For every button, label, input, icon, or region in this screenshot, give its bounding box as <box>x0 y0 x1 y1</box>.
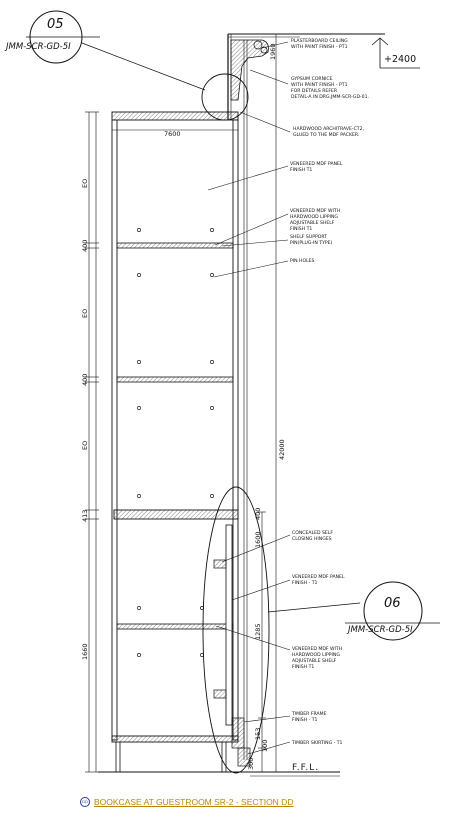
note-mdf-lipping-top-line-2: HARDWOOD LIPPING <box>290 214 338 220</box>
dim-bottom-100: 100 <box>261 740 269 752</box>
section-tag-bottom-number: 06 <box>384 596 401 611</box>
dim-top-gap: 1960 <box>269 43 277 60</box>
level-marker: +2400 <box>371 37 420 69</box>
note-mdf-panel-bottom-line-1: VENEERED MDF PANEL <box>292 574 345 580</box>
note-gypsum-line-4: DETAIL-A IN DRG.JMM-SCR-GD-01. <box>291 94 369 100</box>
note-timber-frame-line-2: FINISH - T1 <box>292 717 318 723</box>
note-timber-skirting: TIMBER SKIRTING - T1 <box>291 740 343 746</box>
section-bubble-icon: DD <box>80 797 90 807</box>
note-mdf-panel-top-line-1: VENEERED MDF PANEL <box>290 161 343 167</box>
note-mdf-panel-top: VENEERED MDF PANEL FINISH T1 <box>290 161 343 173</box>
section-tag-bottom: 06 JMM-SCR-GD-5I <box>202 486 440 774</box>
top-dimension: 7600 1960 <box>112 34 277 138</box>
note-hinges: CONCEALED SELF CLOSING HINGES <box>292 530 333 542</box>
note-mdf-lipping-bottom-line-2: HARDWOOD LIPPING <box>292 652 340 658</box>
pin-holes <box>137 228 214 657</box>
floor-label: F.F.L. <box>292 763 319 773</box>
note-mdf-lipping-bottom-line-4: FINISH T1 <box>292 664 314 670</box>
dim-right-400: 400 <box>254 508 262 520</box>
note-shelf-support-line-1: SHELF SUPPORT <box>290 234 327 240</box>
note-mdf-panel-bottom-line-2: FINISH - T1 <box>292 580 318 586</box>
note-hinges-line-1: CONCEALED SELF <box>292 530 333 536</box>
note-mdf-panel-bottom: VENEERED MDF PANEL FINISH - T1 <box>292 574 345 586</box>
dim-left-1660: 1660 <box>81 643 89 660</box>
note-plasterboard: PLASTERBOARD CEILING WITH PAINT FINISH -… <box>291 38 348 50</box>
section-tag-bottom-reference: JMM-SCR-GD-5I <box>346 625 413 635</box>
drawing-title: BOOKCASE AT GUESTROOM SR-2 - SECTION DD <box>94 797 294 807</box>
note-mdf-lipping-bottom-line-3: ADJUSTABLE SHELF <box>292 658 337 664</box>
leader-lines <box>207 41 291 755</box>
note-gypsum-line-1: GYPSUM CORNICE <box>291 76 333 82</box>
note-mdf-lipping-top-line-3: ADJUSTABLE SHELF <box>290 220 335 226</box>
note-timber-skirting-line-1: TIMBER SKIRTING - T1 <box>291 740 343 746</box>
note-gypsum: GYPSUM CORNICE WITH PAINT FINISH - PT1 F… <box>291 76 369 100</box>
note-shelf-support-line-2: PIN(PLUG-IN TYPE) <box>290 240 333 246</box>
note-architrave-line-1: HARDWOOD ARCHITRAVE-CT2, <box>293 126 365 132</box>
bookcase-carcass <box>111 40 251 772</box>
dim-bottom-300: 300 <box>247 758 255 770</box>
dim-right-1285: 1285 <box>254 623 262 640</box>
section-tag-top: 05 JMM-SCR-GD-5I <box>4 10 249 121</box>
note-architrave-line-2: GLUED TO THE MDF PACKER. <box>293 132 359 138</box>
dim-overall-height: 42000 <box>278 439 286 460</box>
dim-left-e3: EO <box>81 441 89 450</box>
note-timber-frame: TIMBER FRAME FINISH - T1 <box>291 711 327 723</box>
drawing-caption: DD BOOKCASE AT GUESTROOM SR-2 - SECTION … <box>78 795 378 811</box>
right-dimension-texts: 42000 1600 400 1285 153 100 300 <box>247 439 286 770</box>
note-gypsum-line-3: FOR DETAILS REFER <box>291 88 338 94</box>
note-mdf-lipping-top: VENEERED MDF WITH HARDWOOD LIPPING ADJUS… <box>290 208 340 232</box>
dim-left-413: 413 <box>81 510 89 522</box>
floor-line: F.F.L. <box>98 763 340 777</box>
note-mdf-panel-top-line-2: FINISH T1 <box>290 167 312 173</box>
ceiling-construction <box>227 33 385 120</box>
dim-bottom-153: 153 <box>254 728 262 740</box>
section-tag-top-reference: JMM-SCR-GD-5I <box>4 42 71 52</box>
note-pin-holes: PIN HOLES <box>290 258 315 264</box>
dim-left-400-b: 400 <box>81 374 89 386</box>
level-marker-text: +2400 <box>384 54 416 65</box>
note-pin-holes-line-1: PIN HOLES <box>290 258 315 264</box>
note-architrave: HARDWOOD ARCHITRAVE-CT2, GLUED TO THE MD… <box>293 126 365 138</box>
left-dimension-texts: EO 400 EO 400 EO 413 1660 <box>81 179 89 660</box>
note-plasterboard-line-1: PLASTERBOARD CEILING <box>291 38 348 44</box>
note-mdf-lipping-top-line-1: VENEERED MDF WITH <box>290 208 340 214</box>
dim-left-400-a: 400 <box>81 240 89 252</box>
note-timber-frame-line-1: TIMBER FRAME <box>291 711 327 717</box>
dim-right-1600: 1600 <box>254 531 262 548</box>
note-mdf-lipping-bottom-line-1: VENEERED MDF WITH <box>292 646 342 652</box>
section-tag-top-number: 05 <box>47 17 64 32</box>
note-mdf-lipping-bottom: VENEERED MDF WITH HARDWOOD LIPPING ADJUS… <box>292 646 342 670</box>
left-dimension-chain <box>85 111 99 773</box>
note-plasterboard-line-2: WITH PAINT FINISH - PT1 <box>291 44 348 50</box>
right-dimension-chain <box>258 112 277 772</box>
dim-overall-width: 7600 <box>164 130 181 138</box>
note-hinges-line-2: CLOSING HINGES <box>292 536 332 542</box>
dim-left-e2: EO <box>81 309 89 318</box>
note-shelf-support: SHELF SUPPORT PIN(PLUG-IN TYPE) <box>290 234 333 246</box>
note-mdf-lipping-top-line-4: FINISH T1 <box>290 226 312 232</box>
dim-left-e1: EO <box>81 179 89 188</box>
note-gypsum-line-2: WITH PAINT FINISH - PT1 <box>291 82 348 88</box>
